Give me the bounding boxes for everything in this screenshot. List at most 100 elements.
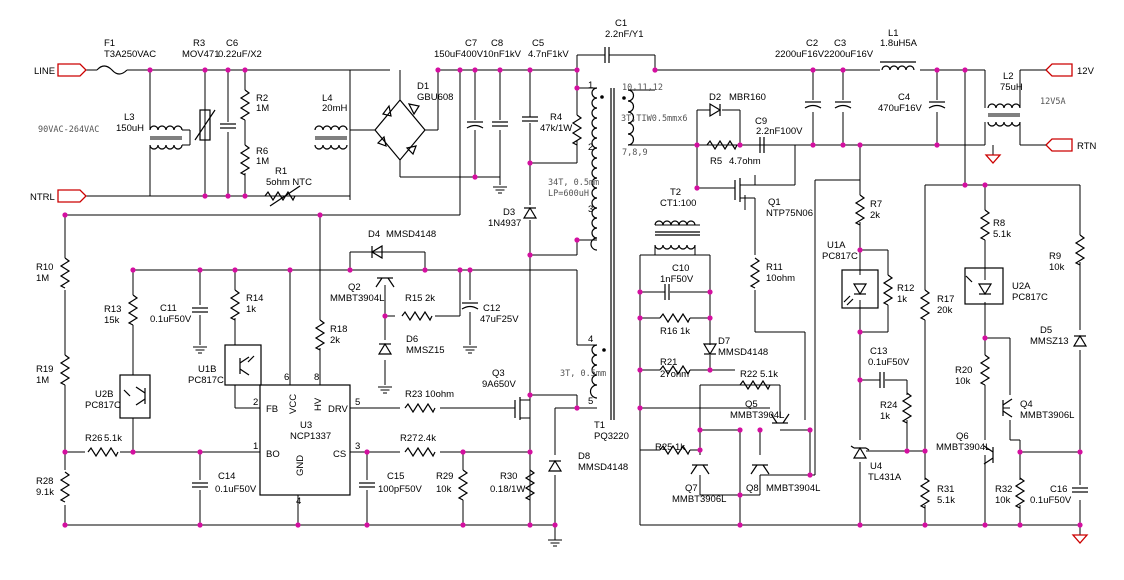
svg-text:1.8uH5A: 1.8uH5A — [880, 38, 918, 49]
svg-text:DRV: DRV — [328, 404, 349, 415]
svg-text:3T, 0.5mm: 3T, 0.5mm — [560, 369, 606, 379]
controller-ic-u3 — [259, 384, 351, 496]
svg-text:D6: D6 — [406, 334, 418, 345]
svg-text:R7: R7 — [870, 199, 882, 210]
choke-l4 — [314, 125, 348, 150]
svg-text:12V: 12V — [1077, 66, 1095, 77]
svg-text:0.1uF50V: 0.1uF50V — [868, 357, 910, 368]
svg-text:D4: D4 — [368, 229, 380, 240]
svg-text:2.2nF100V: 2.2nF100V — [756, 126, 803, 137]
svg-text:D7: D7 — [718, 336, 730, 347]
svg-text:R17: R17 — [937, 294, 954, 305]
svg-text:10,11,12: 10,11,12 — [622, 83, 663, 93]
svg-text:PC817C: PC817C — [1012, 292, 1048, 303]
svg-text:R2: R2 — [256, 93, 268, 104]
svg-text:R14: R14 — [246, 293, 263, 304]
svg-text:MOV471: MOV471 — [182, 49, 220, 60]
svg-text:7,8,9: 7,8,9 — [622, 148, 648, 158]
svg-text:HV: HV — [313, 397, 324, 411]
svg-text:1M: 1M — [36, 273, 49, 284]
svg-text:MMSZ13: MMSZ13 — [1030, 336, 1069, 347]
svg-text:10k: 10k — [995, 495, 1011, 506]
svg-text:4: 4 — [296, 496, 301, 507]
svg-text:R31: R31 — [937, 484, 954, 495]
svg-text:100pF50V: 100pF50V — [378, 484, 423, 495]
svg-text:L3: L3 — [124, 112, 135, 123]
svg-text:10k: 10k — [955, 376, 971, 387]
svg-text:U3: U3 — [300, 420, 312, 431]
svg-text:R4: R4 — [550, 112, 562, 123]
svg-text:3T,TIW0.5mmx6: 3T,TIW0.5mmx6 — [621, 114, 688, 124]
svg-text:FB: FB — [266, 404, 278, 415]
svg-text:90VAC-264VAC: 90VAC-264VAC — [38, 125, 99, 135]
svg-text:R15: R15 — [405, 293, 422, 304]
svg-text:R25: R25 — [655, 442, 672, 453]
svg-text:5: 5 — [588, 396, 593, 407]
svg-text:Q5: Q5 — [745, 399, 758, 410]
svg-text:3: 3 — [588, 204, 593, 215]
svg-text:U1B: U1B — [198, 364, 216, 375]
svg-text:L4: L4 — [322, 93, 333, 104]
svg-text:D8: D8 — [578, 451, 590, 462]
svg-text:9A650V: 9A650V — [482, 379, 516, 390]
svg-text:12V5A: 12V5A — [1040, 97, 1066, 107]
svg-text:Q8: Q8 — [746, 483, 759, 494]
svg-text:Q4: Q4 — [1020, 399, 1033, 410]
svg-text:MMSD4148: MMSD4148 — [578, 462, 628, 473]
svg-text:1M: 1M — [36, 375, 49, 386]
svg-text:1k: 1k — [675, 442, 685, 453]
svg-text:NTP75N06: NTP75N06 — [766, 208, 813, 219]
svg-text:U1A: U1A — [827, 240, 846, 251]
svg-text:R8: R8 — [993, 218, 1005, 229]
svg-text:T2: T2 — [670, 187, 681, 198]
svg-text:1N4937: 1N4937 — [488, 218, 521, 229]
svg-text:5.1k: 5.1k — [937, 495, 955, 506]
svg-text:R28: R28 — [36, 476, 53, 487]
svg-text:LINE: LINE — [34, 66, 55, 77]
svg-text:R9: R9 — [1049, 251, 1061, 262]
svg-text:U4: U4 — [870, 461, 882, 472]
optocoupler-u2a-led — [964, 267, 1004, 305]
svg-text:PC817C: PC817C — [188, 375, 224, 386]
svg-text:D5: D5 — [1040, 325, 1052, 336]
svg-text:R23: R23 — [405, 389, 422, 400]
svg-text:10nF1kV: 10nF1kV — [483, 49, 522, 60]
svg-text:RTN: RTN — [1077, 141, 1096, 152]
transformer-t2 — [654, 220, 700, 255]
svg-text:2200uF16V: 2200uF16V — [775, 49, 825, 60]
svg-text:2.4k: 2.4k — [418, 433, 436, 444]
svg-text:R18: R18 — [330, 324, 347, 335]
svg-text:R5: R5 — [710, 156, 722, 167]
ntrl-port — [57, 189, 87, 203]
svg-text:5.1k: 5.1k — [993, 229, 1011, 240]
diode-d2 — [709, 103, 721, 117]
svg-text:0.1uF50V: 0.1uF50V — [215, 484, 257, 495]
svg-text:R27: R27 — [400, 433, 417, 444]
svg-text:C12: C12 — [483, 303, 500, 314]
svg-text:MMBT3906L: MMBT3906L — [1020, 410, 1074, 421]
svg-text:2200uF16V: 2200uF16V — [824, 49, 874, 60]
svg-text:R10: R10 — [36, 262, 53, 273]
svg-text:1M: 1M — [256, 103, 269, 114]
svg-text:3: 3 — [355, 441, 360, 452]
svg-text:R29: R29 — [436, 471, 453, 482]
svg-text:GND: GND — [295, 455, 306, 476]
ntc-r1 — [264, 185, 301, 207]
line-port — [57, 63, 87, 77]
svg-text:VCC: VCC — [288, 394, 299, 414]
mosfet-q3 — [514, 397, 531, 440]
svg-text:4.7ohm: 4.7ohm — [729, 156, 761, 167]
svg-text:27ohm: 27ohm — [660, 369, 689, 380]
transformer-t1 — [589, 87, 635, 420]
svg-text:1: 1 — [588, 80, 593, 91]
optocoupler-u1b — [224, 344, 262, 386]
svg-text:0.1uF50V: 0.1uF50V — [1030, 495, 1072, 506]
svg-text:2k: 2k — [425, 293, 435, 304]
svg-text:C2: C2 — [806, 38, 818, 49]
svg-text:R20: R20 — [955, 365, 972, 376]
svg-text:C14: C14 — [218, 471, 235, 482]
svg-text:0.1uF50V: 0.1uF50V — [150, 314, 192, 325]
svg-text:R24: R24 — [880, 400, 897, 411]
choke-l2 — [984, 70, 1021, 145]
